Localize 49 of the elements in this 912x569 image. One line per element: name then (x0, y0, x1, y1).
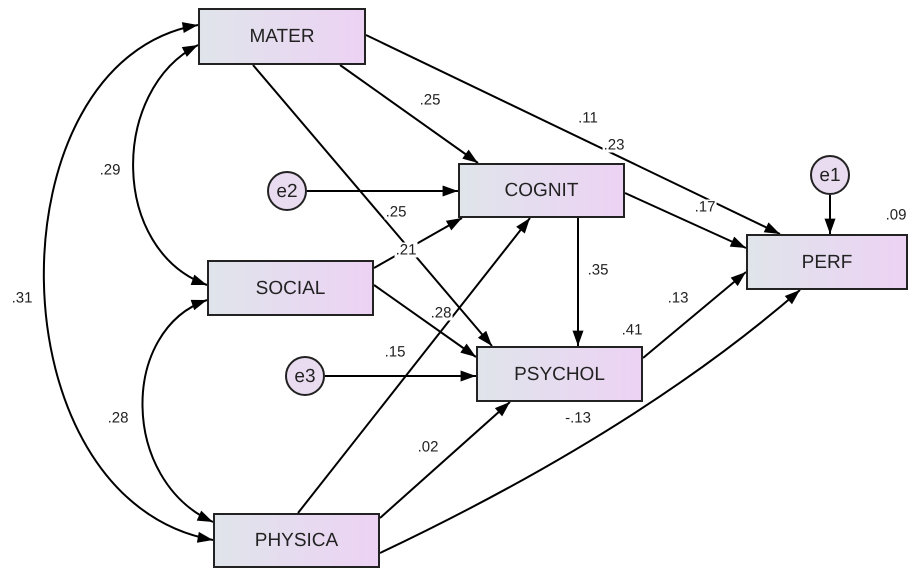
edge-label: .25 (418, 92, 442, 108)
variable-name: PHYSICA (254, 531, 338, 550)
edge-label: .13 (666, 290, 690, 306)
path-arrow (824, 195, 836, 234)
variable-name: e3 (294, 366, 316, 386)
path-arrow (642, 271, 747, 359)
edge-label: .02 (416, 440, 440, 454)
edge-label: .11 (577, 110, 599, 126)
variable-name: PSYCHOL (514, 364, 605, 384)
edge-label: .31 (10, 290, 34, 306)
path-arrow (373, 284, 477, 358)
variable-box (746, 234, 908, 290)
edge-label: .28 (430, 306, 452, 320)
covariance-arrow (142, 299, 214, 523)
variable-box (458, 163, 625, 218)
edge-label: .35 (586, 262, 610, 278)
edge-label: .28 (106, 410, 130, 426)
path-arrow (325, 370, 476, 382)
path-arrow (339, 64, 479, 164)
edge-label: .29 (98, 162, 122, 178)
r-squared-value: .09 (884, 208, 908, 222)
covariance-arrow (132, 44, 208, 286)
variable-box (207, 260, 374, 316)
edge-label: .21 (394, 242, 418, 258)
path-arrow (297, 217, 531, 514)
variable-name: PERF (802, 252, 852, 272)
variable-name: e2 (276, 182, 298, 200)
path-arrow (379, 401, 511, 519)
r-squared-value: .41 (620, 322, 644, 338)
variable-box (198, 8, 366, 65)
path-arrow (374, 217, 462, 269)
variable-box (213, 513, 380, 568)
variable-name: COGNIT (504, 181, 578, 200)
edge-label: -.13 (564, 410, 592, 426)
variable-box (476, 346, 643, 402)
variable-name: e1 (819, 166, 841, 184)
variable-name: SOCIAL (256, 278, 326, 298)
path-arrow (252, 64, 493, 347)
edge-label: .25 (384, 204, 408, 220)
edge-label: .17 (694, 200, 716, 214)
path-arrow (572, 218, 584, 346)
r-squared-value: .23 (602, 138, 626, 152)
path-arrow (380, 289, 801, 554)
path-arrow (366, 34, 780, 235)
path-arrow (624, 192, 746, 249)
edge-label: .15 (384, 344, 406, 360)
path-arrow (307, 186, 458, 196)
covariance-arrow (43, 24, 214, 541)
variable-name: MATER (249, 27, 315, 46)
